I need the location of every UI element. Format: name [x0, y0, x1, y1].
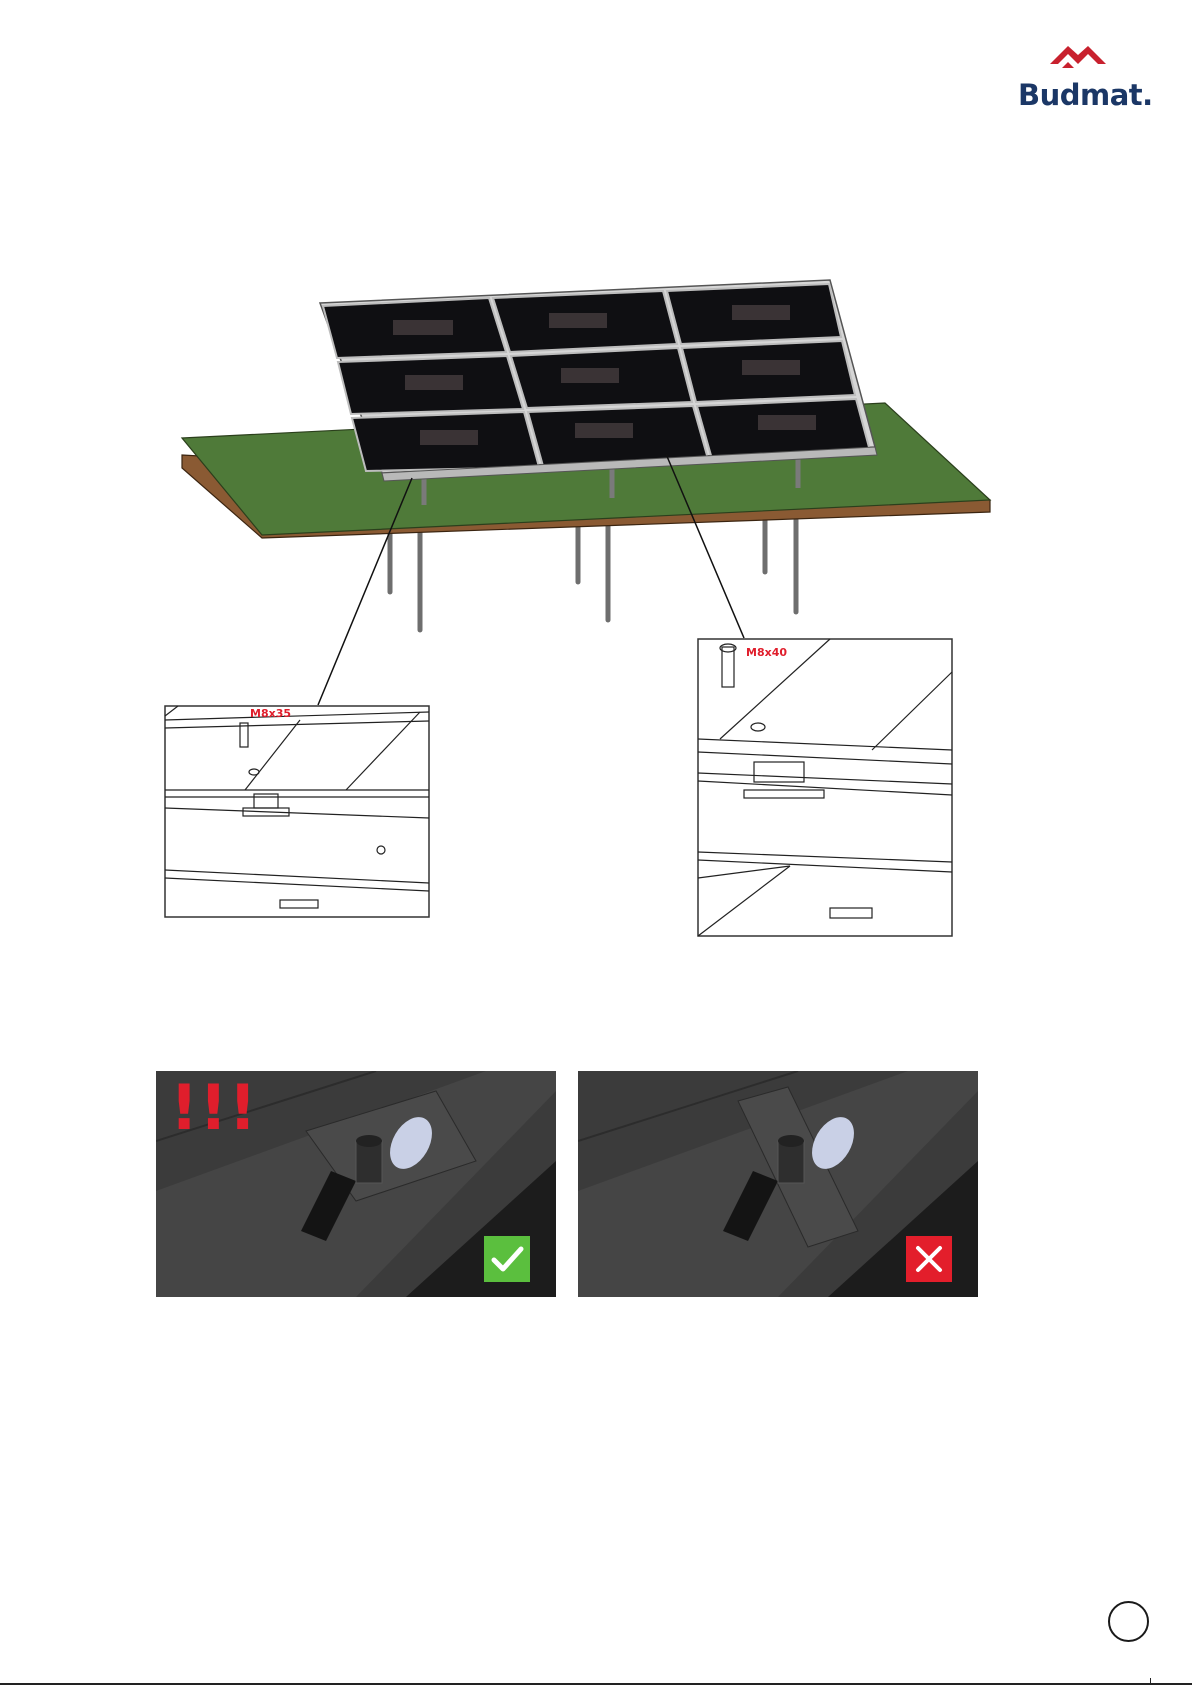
checkmark-icon: [484, 1236, 530, 1282]
bolt-label-right: M8x40: [746, 646, 787, 659]
bolt-label-left: M8x35: [250, 707, 291, 720]
detail-box-left: M8x35: [165, 706, 429, 917]
ground-legs: [390, 520, 796, 630]
detail-box-right: M8x40: [698, 639, 952, 936]
solar-installation-diagram: M8x35 M8x40: [0, 0, 1192, 960]
crop-mark: [1150, 1678, 1151, 1683]
page-number: [1108, 1601, 1149, 1642]
correct-clamp-photo: !!!: [156, 1071, 556, 1297]
warning-mark: !!!: [170, 1077, 258, 1139]
cross-icon: [906, 1236, 952, 1282]
incorrect-clamp-photo: [578, 1071, 978, 1297]
